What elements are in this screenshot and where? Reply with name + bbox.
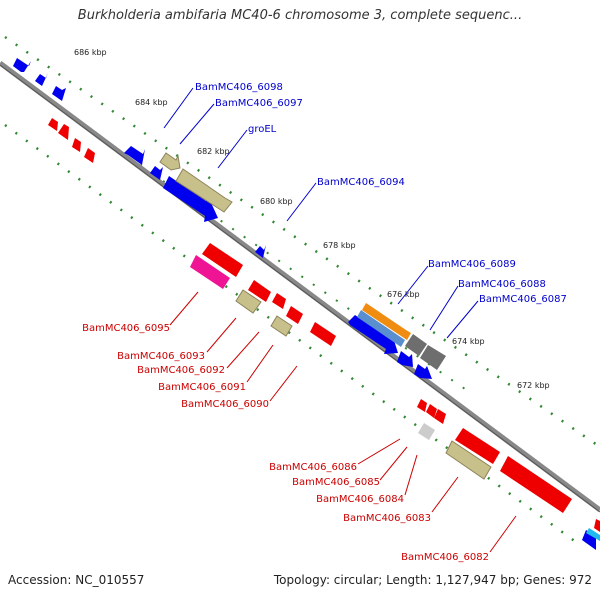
forward-gene-arrow[interactable]	[397, 351, 413, 367]
reverse-gene-arrow[interactable]	[72, 138, 81, 152]
forward-gene-arrow[interactable]	[163, 176, 218, 222]
forward-gene-arrow[interactable]	[35, 73, 48, 86]
reverse-gene-arrow[interactable]	[434, 409, 446, 424]
reverse-gene-arrow[interactable]	[310, 322, 336, 346]
reverse-gene-arrow[interactable]	[235, 289, 262, 314]
reverse-gene-arrow[interactable]	[58, 124, 69, 140]
tick-label: 682 kbp	[197, 147, 230, 156]
reverse-gene-arrow[interactable]	[84, 148, 95, 163]
gene-label-BamMC406_6098[interactable]: BamMC406_6098	[195, 82, 283, 93]
forward-gene-arrow[interactable]	[357, 310, 405, 347]
reverse-gene-arrow[interactable]	[418, 423, 435, 440]
gene-label-BamMC406_6087[interactable]: BamMC406_6087	[479, 294, 567, 305]
gene-label-BamMC406_6082[interactable]: BamMC406_6082	[401, 552, 489, 563]
reverse-gene-arrow[interactable]	[202, 243, 243, 277]
reverse-gene-arrow[interactable]	[455, 428, 500, 464]
reverse-gene-arrow[interactable]	[248, 280, 271, 302]
genome-backbone	[0, 60, 600, 513]
tick-label: 686 kbp	[74, 48, 107, 57]
reverse-gene-arrow[interactable]	[48, 118, 58, 131]
gene-label-BamMC406_6084[interactable]: BamMC406_6084	[316, 494, 404, 505]
forward-gene-arrow[interactable]	[175, 168, 233, 213]
gene-label-BamMC406_6090[interactable]: BamMC406_6090	[181, 399, 269, 410]
forward-gene-arrow[interactable]	[255, 245, 266, 258]
reverse-gene-arrow[interactable]	[417, 399, 427, 412]
gene-label-BamMC406_6089[interactable]: BamMC406_6089	[428, 259, 516, 270]
reverse-callouts: BamMC406_6095 BamMC406_6093 BamMC406_609…	[82, 291, 517, 563]
reverse-strand-features	[48, 118, 600, 532]
gene-label-BamMC406_6083[interactable]: BamMC406_6083	[343, 513, 431, 524]
forward-gene-arrow[interactable]	[362, 303, 411, 340]
forward-gene-arrow[interactable]	[348, 315, 398, 354]
genome-backbone-shadow	[0, 64, 600, 513]
map-title: Burkholderia ambifaria MC40-6 chromosome…	[77, 8, 523, 23]
inner-reverse-dotted-track	[4, 123, 581, 547]
forward-strand-features	[13, 58, 600, 550]
gene-label-BamMC406_6093[interactable]: BamMC406_6093	[117, 351, 205, 362]
tick-label: 680 kbp	[260, 197, 293, 206]
gene-label-BamMC406_6095[interactable]: BamMC406_6095	[82, 323, 170, 334]
tick-label: 674 kbp	[452, 337, 485, 346]
genome-summary-text: Topology: circular; Length: 1,127,947 bp…	[273, 573, 592, 587]
tick-label: 678 kbp	[323, 241, 356, 250]
forward-gene-arrow[interactable]	[420, 345, 446, 370]
forward-gene-arrow[interactable]	[159, 152, 181, 171]
reverse-gene-arrow[interactable]	[272, 293, 286, 309]
forward-gene-arrow[interactable]	[124, 146, 145, 165]
gene-label-BamMC406_6086[interactable]: BamMC406_6086	[269, 462, 357, 473]
reverse-gene-arrow[interactable]	[190, 255, 230, 289]
gene-label-BamMC406_6088[interactable]: BamMC406_6088	[458, 279, 546, 290]
tick-label: 672 kbp	[517, 381, 550, 390]
gene-label-BamMC406_6097[interactable]: BamMC406_6097	[215, 98, 303, 109]
reverse-gene-arrow[interactable]	[286, 306, 303, 324]
accession-text: Accession: NC_010557	[8, 573, 145, 587]
reverse-gene-arrow[interactable]	[445, 440, 492, 480]
forward-gene-arrow[interactable]	[414, 364, 432, 379]
forward-gene-arrow[interactable]	[586, 528, 600, 541]
reverse-gene-arrow[interactable]	[270, 315, 293, 337]
gene-label-BamMC406_6092[interactable]: BamMC406_6092	[137, 365, 225, 376]
reverse-gene-arrow[interactable]	[426, 404, 437, 418]
tick-label: 684 kbp	[135, 98, 168, 107]
tick-label: 676 kbp	[387, 290, 420, 299]
gene-label-groEL[interactable]: groEL	[248, 124, 277, 135]
forward-gene-arrow[interactable]	[52, 86, 66, 101]
forward-gene-arrow[interactable]	[13, 58, 31, 72]
reverse-gene-arrow[interactable]	[594, 519, 600, 532]
inner-forward-dotted-track	[139, 164, 466, 390]
gene-label-BamMC406_6091[interactable]: BamMC406_6091	[158, 382, 246, 393]
forward-gene-arrow[interactable]	[150, 166, 163, 180]
tick-labels: 686 kbp 684 kbp 682 kbp 680 kbp 678 kbp …	[74, 48, 550, 390]
reverse-gene-arrow[interactable]	[500, 456, 572, 513]
gene-label-BamMC406_6094[interactable]: BamMC406_6094	[317, 177, 405, 188]
forward-callouts: BamMC406_6098 BamMC406_6097 groEL BamMC4…	[163, 82, 567, 339]
forward-gene-arrow[interactable]	[405, 334, 427, 356]
gene-label-BamMC406_6085[interactable]: BamMC406_6085	[292, 477, 380, 488]
